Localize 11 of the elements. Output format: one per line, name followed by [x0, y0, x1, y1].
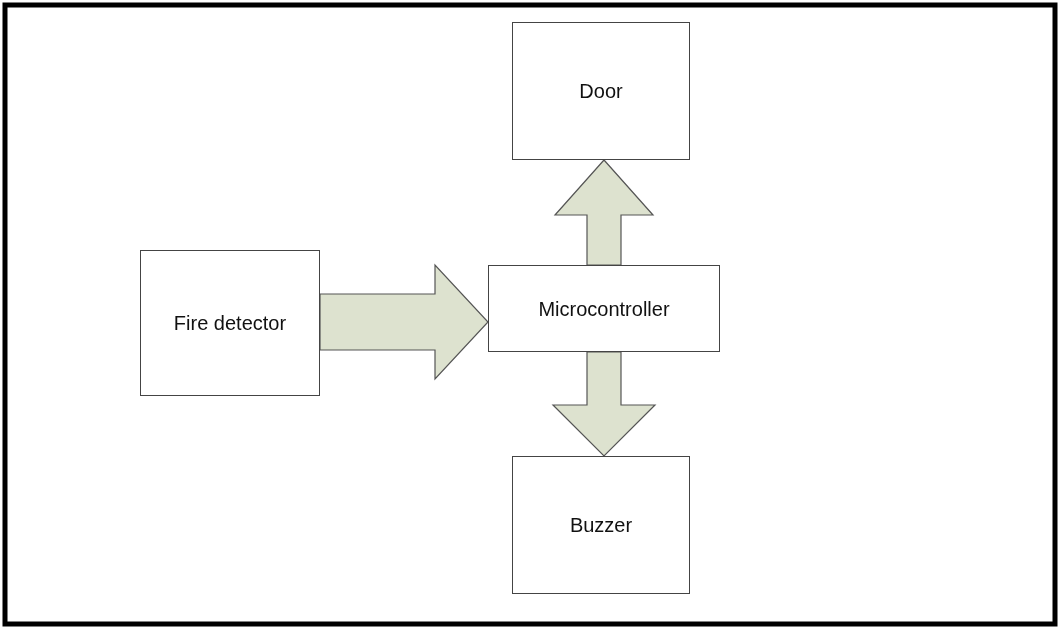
process-box — [488, 265, 720, 352]
block-arrow — [551, 351, 657, 457]
box-label: Fire detector — [173, 311, 287, 336]
box-label: Buzzer — [569, 513, 633, 538]
block-arrow — [319, 263, 489, 381]
box-label: Microcontroller — [538, 296, 670, 322]
process-box — [512, 456, 690, 594]
block-arrow — [553, 159, 655, 266]
process-box — [140, 250, 320, 396]
box-label: Door — [579, 79, 623, 104]
process-box — [512, 22, 690, 160]
